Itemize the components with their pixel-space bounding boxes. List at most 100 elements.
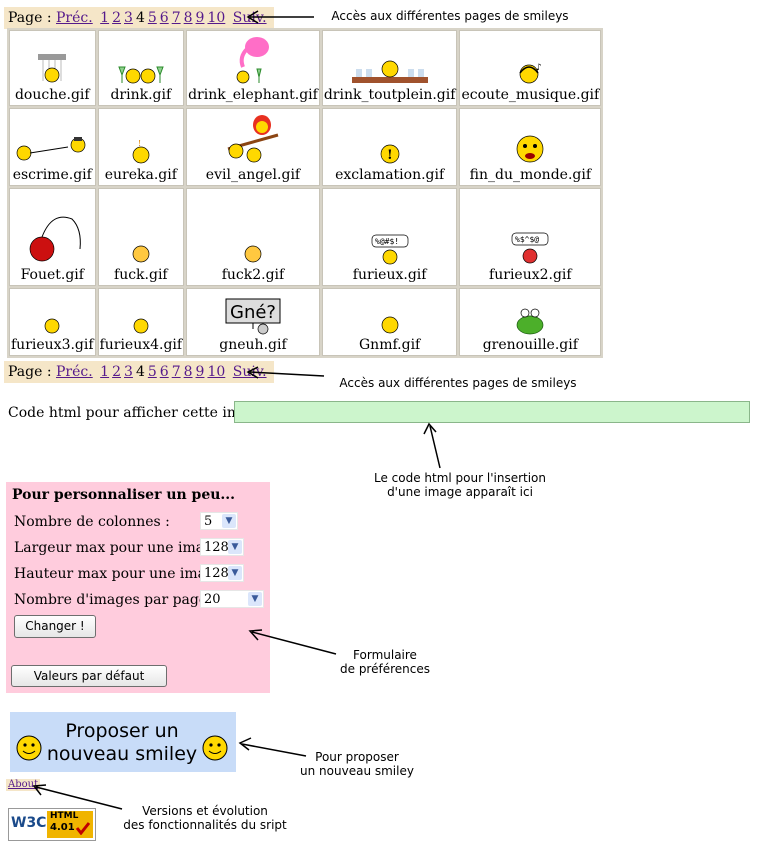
fin-du-monde-icon bbox=[516, 135, 544, 163]
code-html-field[interactable] bbox=[234, 401, 750, 423]
gnmf-icon bbox=[381, 316, 398, 334]
smiley-grid: douche.gif drink.gif drink_elephant.gif … bbox=[7, 28, 604, 358]
smiley-cell[interactable]: drink_elephant.gif bbox=[186, 30, 320, 106]
smiley-filename: drink_toutplein.gif bbox=[323, 87, 456, 103]
chevron-down-icon: ▼ bbox=[228, 566, 242, 580]
height-select[interactable]: 128▼ bbox=[200, 564, 244, 582]
smiley-filename: furieux3.gif bbox=[11, 337, 94, 353]
annotation-propose: Pour proposer un nouveau smiley bbox=[282, 750, 432, 778]
smiley-cell[interactable]: drink.gif bbox=[97, 30, 185, 106]
smiley-cell[interactable]: Fouet.gif bbox=[9, 188, 96, 286]
pager-current-page: 4 bbox=[135, 10, 145, 26]
arrow-propose bbox=[238, 737, 307, 757]
annotation-code: Le code html pour l'insertion d'une imag… bbox=[330, 471, 590, 499]
propose-smiley-banner[interactable]: Proposer un nouveau smiley bbox=[10, 712, 236, 772]
columns-select[interactable]: 5▼ bbox=[200, 512, 238, 530]
pager-page-9[interactable]: 9 bbox=[195, 10, 205, 26]
pager-page-5[interactable]: 5 bbox=[147, 10, 157, 26]
escrime-icon bbox=[16, 137, 86, 161]
smiley-cell[interactable]: douche.gif bbox=[9, 30, 96, 106]
pager-label: Page : bbox=[8, 10, 52, 26]
smiley-filename: fuck.gif bbox=[114, 267, 168, 283]
pager-page-8[interactable]: 8 bbox=[183, 364, 193, 380]
pager-page-2[interactable]: 2 bbox=[112, 364, 122, 380]
fuck2-icon bbox=[244, 245, 262, 263]
code-label: Code html pour afficher cette image : bbox=[8, 405, 275, 421]
annotation-propose-line1: Pour proposer bbox=[315, 750, 399, 764]
arrow-about bbox=[32, 784, 123, 810]
width-select[interactable]: 128▼ bbox=[200, 538, 244, 556]
smiley-cell[interactable]: furieux4.gif bbox=[97, 288, 185, 356]
furieux2-bubble-text: %$^$@ bbox=[515, 235, 539, 244]
per-page-value: 20 bbox=[204, 592, 221, 607]
ecoute-musique-icon: ♪ bbox=[519, 63, 542, 84]
change-button[interactable]: Changer ! bbox=[14, 615, 96, 638]
pager-page-3[interactable]: 3 bbox=[124, 10, 133, 26]
smiley-filename: exclamation.gif bbox=[335, 167, 445, 183]
pager-page-6[interactable]: 6 bbox=[159, 10, 169, 26]
gneuh-sign-text: Gné? bbox=[230, 302, 276, 323]
columns-label: Nombre de colonnes : bbox=[14, 514, 170, 530]
pager-page-10[interactable]: 10 bbox=[207, 364, 226, 380]
pager-page-1[interactable]: 1 bbox=[100, 364, 110, 380]
chevron-down-icon: ▼ bbox=[228, 540, 242, 554]
default-values-button[interactable]: Valeurs par défaut bbox=[11, 665, 167, 687]
arrow-code bbox=[423, 422, 441, 469]
arrow-pages-bottom bbox=[246, 366, 325, 379]
smiley-cell[interactable]: grenouille.gif bbox=[459, 288, 602, 356]
pager-page-10[interactable]: 10 bbox=[207, 10, 226, 26]
pager-page-6[interactable]: 6 bbox=[159, 364, 169, 380]
w3c-logo-text: W3C bbox=[11, 815, 47, 831]
smiley-cell[interactable]: fuck.gif bbox=[97, 188, 185, 286]
pager-page-7[interactable]: 7 bbox=[171, 364, 181, 380]
propose-line2: nouveau smiley bbox=[46, 743, 198, 765]
pager-page-1[interactable]: 1 bbox=[100, 10, 110, 26]
w3c-badge-panel: HTML 4.01 bbox=[47, 811, 93, 838]
smiley-cell[interactable]: Gnmf.gif bbox=[321, 288, 458, 356]
pager-page-2[interactable]: 2 bbox=[112, 10, 122, 26]
preferences-title: Pour personnaliser un peu... bbox=[12, 487, 236, 503]
columns-value: 5 bbox=[204, 514, 213, 529]
smiley-cell[interactable]: ! eureka.gif bbox=[97, 108, 185, 186]
pager-prev-link[interactable]: Préc. bbox=[56, 364, 93, 380]
smiley-cell[interactable]: fuck2.gif bbox=[186, 188, 320, 286]
width-label: Largeur max pour une image : bbox=[14, 540, 231, 556]
annotation-about-line1: Versions et évolution bbox=[142, 804, 268, 818]
about-link[interactable]: About bbox=[6, 779, 41, 791]
smiley-cell[interactable]: Gné? gneuh.gif bbox=[186, 288, 320, 356]
annotation-pages-top: Accès aux différentes pages de smileys bbox=[331, 9, 569, 23]
pager-page-3[interactable]: 3 bbox=[124, 364, 133, 380]
smiley-cell[interactable]: ! exclamation.gif bbox=[321, 108, 458, 186]
exclamation-icon: ! bbox=[380, 144, 399, 164]
height-value: 128 bbox=[204, 566, 229, 581]
smiley-cell[interactable]: escrime.gif bbox=[9, 108, 96, 186]
smiley-filename: gneuh.gif bbox=[219, 337, 287, 353]
svg-text:!: ! bbox=[138, 139, 141, 148]
preferences-form: Pour personnaliser un peu... Nombre de c… bbox=[6, 482, 270, 693]
annotation-propose-line2: un nouveau smiley bbox=[300, 764, 414, 778]
smiley-cell[interactable]: furieux3.gif bbox=[9, 288, 96, 356]
per-page-select[interactable]: 20▼ bbox=[200, 590, 264, 608]
smiley-filename: drink.gif bbox=[110, 87, 172, 103]
smiley-cell[interactable]: fin_du_monde.gif bbox=[459, 108, 602, 186]
smiley-cell[interactable]: ♪ ecoute_musique.gif bbox=[459, 30, 602, 106]
smiley-cell[interactable]: evil_angel.gif bbox=[186, 108, 320, 186]
drink-icon bbox=[118, 66, 164, 84]
propose-smiley-text: Proposer un nouveau smiley bbox=[40, 720, 204, 766]
per-page-label: Nombre d'images par page : bbox=[14, 592, 217, 608]
pager-page-9[interactable]: 9 bbox=[195, 364, 205, 380]
pager-page-8[interactable]: 8 bbox=[183, 10, 193, 26]
smiley-right-icon bbox=[202, 735, 228, 761]
gneuh-icon: Gné? bbox=[225, 298, 281, 335]
pager-prev-link[interactable]: Préc. bbox=[56, 10, 93, 26]
pager-page-7[interactable]: 7 bbox=[171, 10, 181, 26]
w3c-html-badge[interactable]: W3C HTML 4.01 bbox=[8, 808, 96, 841]
pager-label: Page : bbox=[8, 364, 52, 380]
pager-page-5[interactable]: 5 bbox=[147, 364, 157, 380]
smiley-cell[interactable]: %$^$@ furieux2.gif bbox=[459, 188, 602, 286]
smiley-cell[interactable]: %@#$! furieux.gif bbox=[321, 188, 458, 286]
grenouille-icon bbox=[516, 308, 544, 335]
smiley-cell[interactable]: drink_toutplein.gif bbox=[321, 30, 458, 106]
